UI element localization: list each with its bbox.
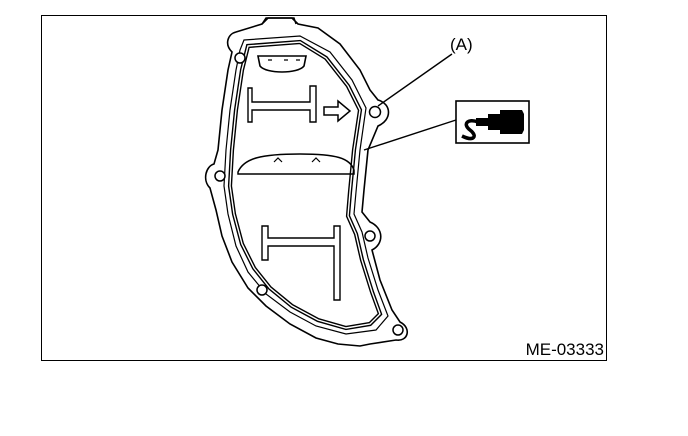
top-tab (261, 17, 297, 25)
bolt-hole (234, 52, 246, 64)
bolt-hole (256, 284, 268, 296)
bolt-hole (364, 230, 376, 242)
direction-arrow (323, 99, 352, 123)
callout-leader-line (377, 53, 453, 107)
liquid-gasket-tube-icon (455, 100, 530, 144)
middle-ridge (237, 153, 355, 175)
cover-plate-inner-rim (223, 35, 389, 335)
figure-frame (41, 15, 607, 361)
bolt-hole (392, 324, 404, 336)
cover-plate-outline (204, 17, 408, 347)
figure-code: ME-03333 (526, 340, 604, 359)
top-recess (257, 55, 307, 73)
bolt-hole (368, 105, 382, 119)
liquid-gasket-bead (227, 39, 383, 331)
upper-rib (247, 85, 317, 123)
bolt-hole (214, 170, 226, 182)
callout-label: (A) (450, 35, 473, 54)
bolt-holes (214, 52, 404, 336)
sealant-leader-line (363, 119, 457, 151)
lower-rib (261, 225, 341, 301)
